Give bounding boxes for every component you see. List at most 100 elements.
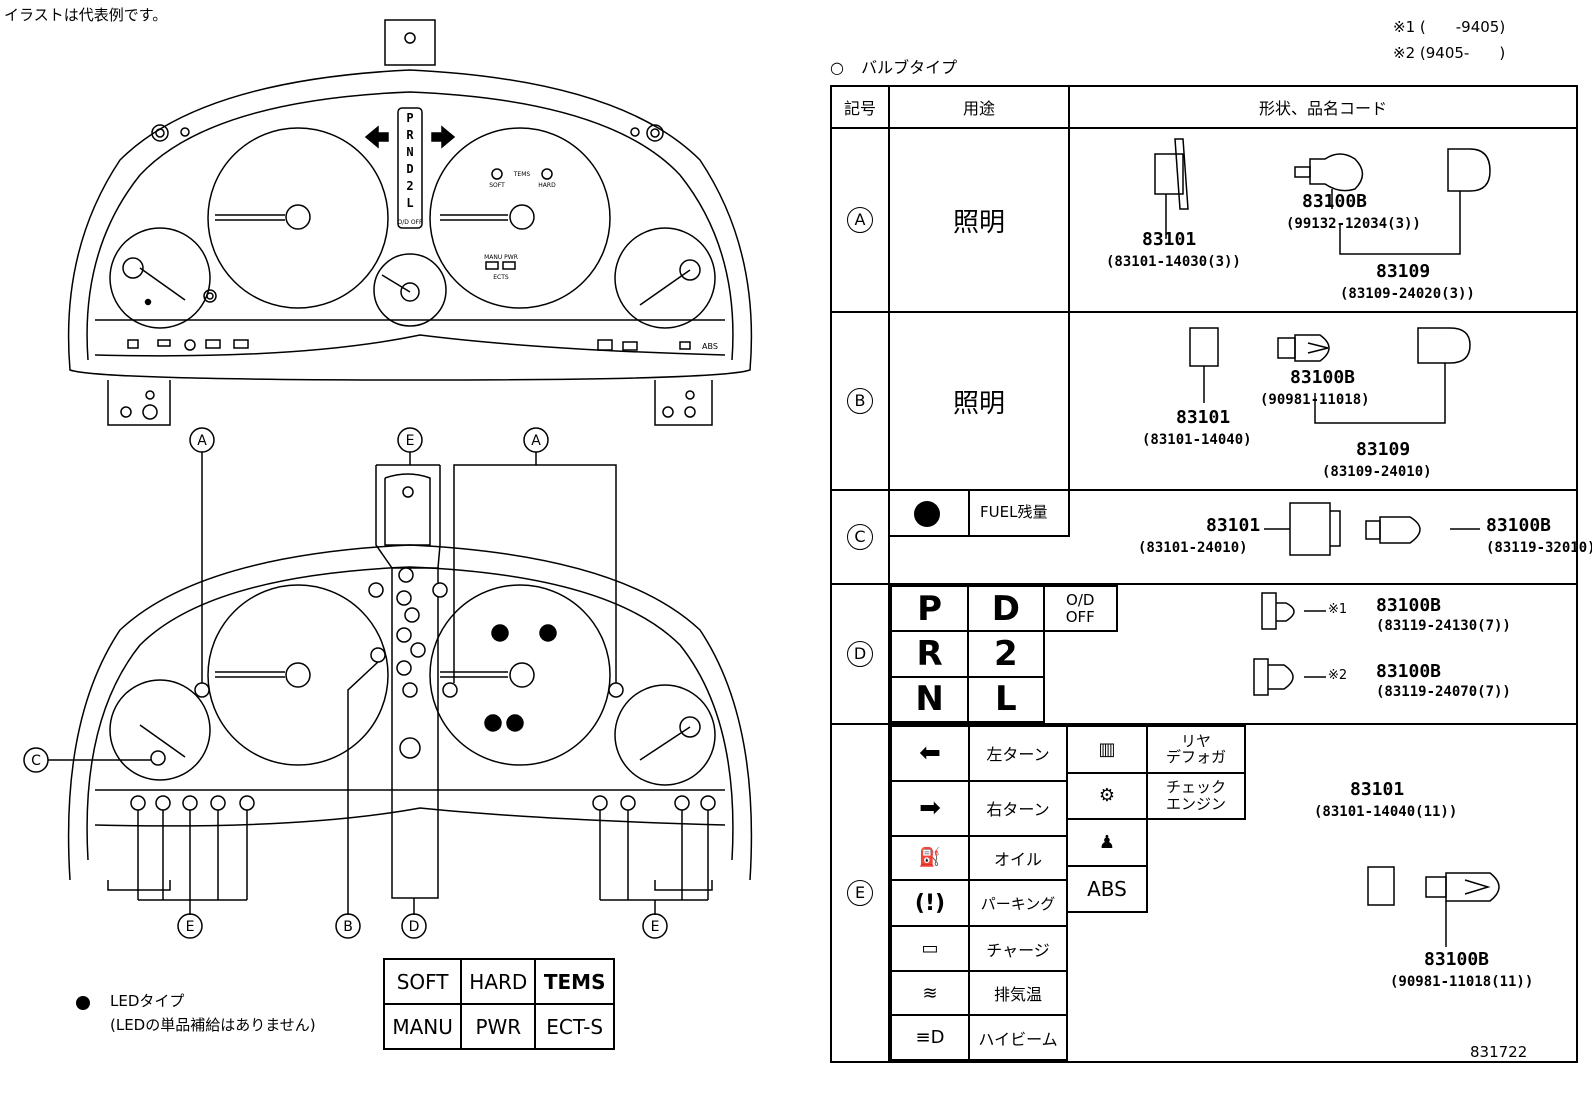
row-b-symbol: B bbox=[847, 388, 873, 414]
row-c-part2: 83100B bbox=[1486, 515, 1552, 536]
charge-icon: ▭ bbox=[890, 925, 970, 972]
gear-r: R bbox=[406, 128, 414, 142]
row-d-symbol: D bbox=[847, 641, 873, 667]
row-a-part3-code: (83109-24020(3)) bbox=[1340, 286, 1475, 302]
row-b-part1-code: (83101-14040) bbox=[1142, 432, 1252, 448]
right-turn-icon: ➡ bbox=[890, 779, 970, 837]
row-a-shape: 83101 (83101-14030(3)) 83100B (99132-120… bbox=[1068, 127, 1578, 313]
row-b-symbol-cell: B bbox=[830, 311, 890, 491]
row-a-part1: 83101 bbox=[1142, 229, 1197, 250]
bulb-table: 記号 用途 形状、品名コード A 照明 83101 (83101-14030(3… bbox=[830, 85, 1592, 1063]
row-d-bulb-icons bbox=[1253, 592, 1326, 696]
switch-ects: ECT-S bbox=[534, 1003, 615, 1050]
row-d-content: P D O/D OFF R 2 N L bbox=[888, 583, 1578, 725]
row-e-symbol-cell: E bbox=[830, 723, 890, 1063]
row-d-part1-code: (83119-24130(7)) bbox=[1376, 618, 1511, 634]
row-d-symbol-cell: D bbox=[830, 583, 890, 725]
callouts bbox=[23, 427, 668, 939]
oil-label: オイル bbox=[968, 834, 1068, 882]
led-fuel-icon bbox=[914, 501, 940, 527]
instrument-cluster-diagram: A E A C E B D E P R N D 2 L O/D OFF TEMS… bbox=[23, 19, 753, 939]
od-off-cell: O/D OFF bbox=[1042, 584, 1119, 633]
callout-c: C bbox=[31, 753, 41, 769]
led-type-note: (LEDの単品補給はありません) bbox=[110, 1016, 316, 1034]
switch-manu: MANU bbox=[382, 1003, 463, 1050]
exhaust-temp-icon: ≋ bbox=[890, 969, 970, 1017]
parking-icon: (!) bbox=[890, 879, 970, 928]
row-e-part1-code: (83101-14040(11)) bbox=[1314, 804, 1458, 820]
gear-d-cell: D bbox=[967, 584, 1045, 633]
row-d-note1: ※1 bbox=[1328, 602, 1348, 617]
row-e-part2: 83100B bbox=[1424, 949, 1490, 970]
check-engine-icon: ⚙ bbox=[1066, 771, 1148, 820]
row-d-part1: 83100B bbox=[1376, 595, 1442, 616]
parking-label: パーキング bbox=[968, 879, 1068, 928]
row-b-use: 照明 bbox=[888, 311, 1070, 491]
upper-cluster bbox=[67, 19, 753, 426]
row-b-part1: 83101 bbox=[1176, 407, 1231, 428]
gear-n-cell: N bbox=[889, 675, 970, 724]
gear-l-cell: L bbox=[967, 675, 1045, 724]
hard-small: HARD bbox=[538, 182, 556, 189]
row-b-shape: 83101 (83101-14040) 83100B (90981-11018)… bbox=[1068, 311, 1578, 491]
footnote-1: ※1 ( -9405) bbox=[1393, 18, 1506, 36]
od-off-small: O/D OFF bbox=[398, 219, 423, 226]
gear-r-cell: R bbox=[889, 630, 970, 678]
row-b-part2: 83100B bbox=[1290, 367, 1356, 388]
oil-icon: ⛽ bbox=[890, 834, 970, 882]
gear-p: P bbox=[406, 111, 413, 125]
row-c-led-label: FUEL残量 bbox=[980, 503, 1048, 521]
row-d-part2-code: (83119-24070(7)) bbox=[1376, 684, 1511, 700]
row-c-part1-code: (83101-24010) bbox=[1138, 540, 1248, 556]
callout-b: B bbox=[343, 919, 353, 935]
gear-p-cell: P bbox=[889, 584, 970, 633]
row-e-part1: 83101 bbox=[1350, 779, 1405, 800]
rear-defogger-icon: ▥ bbox=[1066, 725, 1148, 774]
seatbelt-icon: ♟ bbox=[1066, 818, 1148, 867]
charge-label: チャージ bbox=[968, 925, 1068, 972]
row-a-bulb-icons bbox=[1154, 138, 1491, 255]
led-dot-icon bbox=[76, 996, 90, 1010]
switch-pwr: PWR bbox=[460, 1003, 537, 1050]
bulb-circle-icon: ○ bbox=[830, 58, 844, 77]
row-c-content: FUEL残量 83101 (83101-24010) 83100B (83119… bbox=[888, 489, 1592, 585]
row-c-part1: 83101 bbox=[1206, 515, 1261, 536]
soft-small: SOFT bbox=[489, 182, 505, 189]
footnote-2: ※2 (9405- ) bbox=[1393, 44, 1506, 62]
header-symbol: 記号 bbox=[830, 85, 890, 129]
row-e-right-grid: ▥ リヤ デフォガ ⚙ チェック エンジン ♟ bbox=[1066, 725, 1246, 913]
callout-a-left: A bbox=[197, 433, 207, 449]
lower-cluster bbox=[48, 452, 753, 915]
switch-soft: SOFT bbox=[382, 958, 463, 1005]
row-a-symbol: A bbox=[847, 207, 873, 233]
row-a-use: 照明 bbox=[888, 127, 1070, 313]
gear-d: D bbox=[406, 162, 413, 176]
row-b-part3-code: (83109-24010) bbox=[1322, 464, 1432, 480]
row-c-symbol: C bbox=[847, 524, 873, 550]
header-shape: 形状、品名コード bbox=[1068, 85, 1578, 129]
row-a-part3: 83109 bbox=[1376, 261, 1431, 282]
callout-e-left: E bbox=[186, 919, 195, 935]
row-a-symbol-cell: A bbox=[830, 127, 890, 313]
bulb-type-label: バルブタイプ bbox=[861, 58, 958, 77]
row-e-bulb-icons bbox=[1367, 866, 1500, 947]
tems-small: TEMS bbox=[513, 171, 531, 178]
row-b-bulb-icons bbox=[1189, 327, 1471, 424]
row-c-part2-code: (83119-32010) bbox=[1486, 540, 1592, 556]
switch-label-table: SOFT HARD TEMS MANU PWR ECT-S bbox=[382, 958, 615, 1050]
row-b-part3: 83109 bbox=[1356, 439, 1411, 460]
bulb-type-legend: ○ バルブタイプ bbox=[830, 60, 957, 76]
header-use: 用途 bbox=[888, 85, 1070, 129]
left-turn-icon: ⬅ bbox=[890, 725, 970, 782]
row-c-bulb-icons bbox=[1264, 502, 1480, 556]
row-e-symbol: E bbox=[847, 880, 873, 906]
switch-tems: TEMS bbox=[534, 958, 615, 1005]
row-d-part2: 83100B bbox=[1376, 661, 1442, 682]
callout-e-right: E bbox=[651, 919, 660, 935]
row-b-part2-code: (90981-11018) bbox=[1260, 392, 1370, 408]
callout-e-top: E bbox=[406, 433, 415, 449]
abs-label: ABS bbox=[1066, 864, 1148, 913]
row-d-note2: ※2 bbox=[1328, 668, 1348, 683]
abs-small: ABS bbox=[702, 342, 718, 351]
